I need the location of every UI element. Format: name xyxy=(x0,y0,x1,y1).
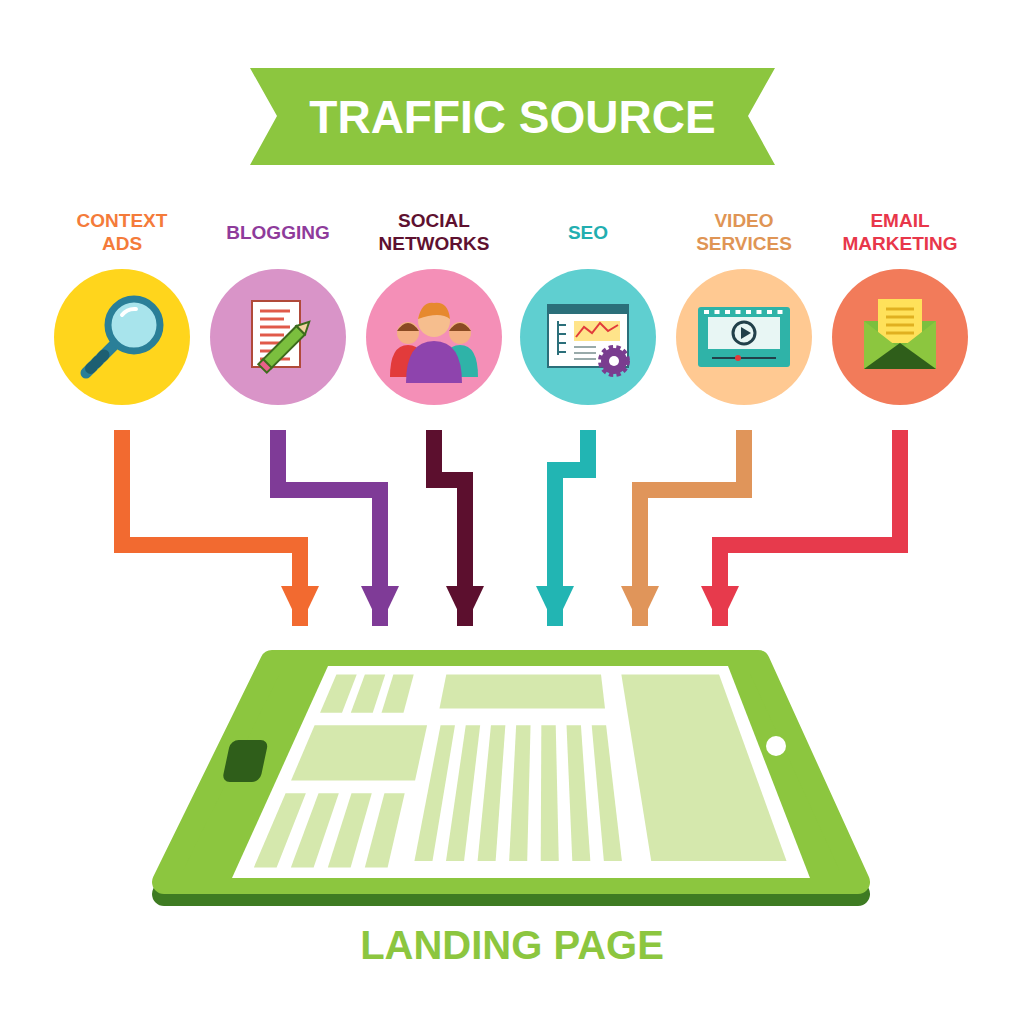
source-circle: EMAIL MARKETING xyxy=(820,205,980,430)
tablet-illustration xyxy=(140,632,884,922)
source-circle: BLOGGING xyxy=(198,205,358,430)
source-circle: SOCIAL NETWORKS xyxy=(354,205,514,430)
landing-label: LANDING PAGE xyxy=(140,922,884,968)
source-circle: VIDEO SERVICES xyxy=(664,205,824,430)
source-circle: CONTEXT ADS xyxy=(42,205,202,430)
source-label: BLOGGING xyxy=(226,221,329,244)
traffic-arrow xyxy=(555,430,588,626)
landing-page: LANDING PAGE xyxy=(140,632,884,977)
label-box: CONTEXT ADS xyxy=(66,205,178,259)
circle-icon xyxy=(366,269,502,405)
circle-icon xyxy=(832,269,968,405)
circle-icon xyxy=(54,269,190,405)
source-label: SOCIAL NETWORKS xyxy=(368,209,500,255)
label-box: SEO xyxy=(533,205,643,259)
label-box: SOCIAL NETWORKS xyxy=(368,205,500,259)
banner-ribbon xyxy=(250,68,775,165)
source-label: CONTEXT ADS xyxy=(66,209,178,255)
label-box: BLOGGING xyxy=(203,205,353,259)
circle-icon xyxy=(676,269,812,405)
traffic-arrow xyxy=(640,430,744,626)
source-circle: SEO xyxy=(508,205,668,430)
title: TRAFFIC SOURCE xyxy=(270,68,755,165)
circle-icon xyxy=(520,269,656,405)
traffic-arrow xyxy=(720,430,900,626)
circle-icon xyxy=(210,269,346,405)
source-label: SEO xyxy=(568,221,608,244)
label-box: EMAIL MARKETING xyxy=(827,205,973,259)
source-label: EMAIL MARKETING xyxy=(827,209,973,255)
label-box: VIDEO SERVICES xyxy=(678,205,810,259)
traffic-arrow xyxy=(434,430,465,626)
traffic-arrow xyxy=(278,430,380,626)
source-label: VIDEO SERVICES xyxy=(678,209,810,255)
